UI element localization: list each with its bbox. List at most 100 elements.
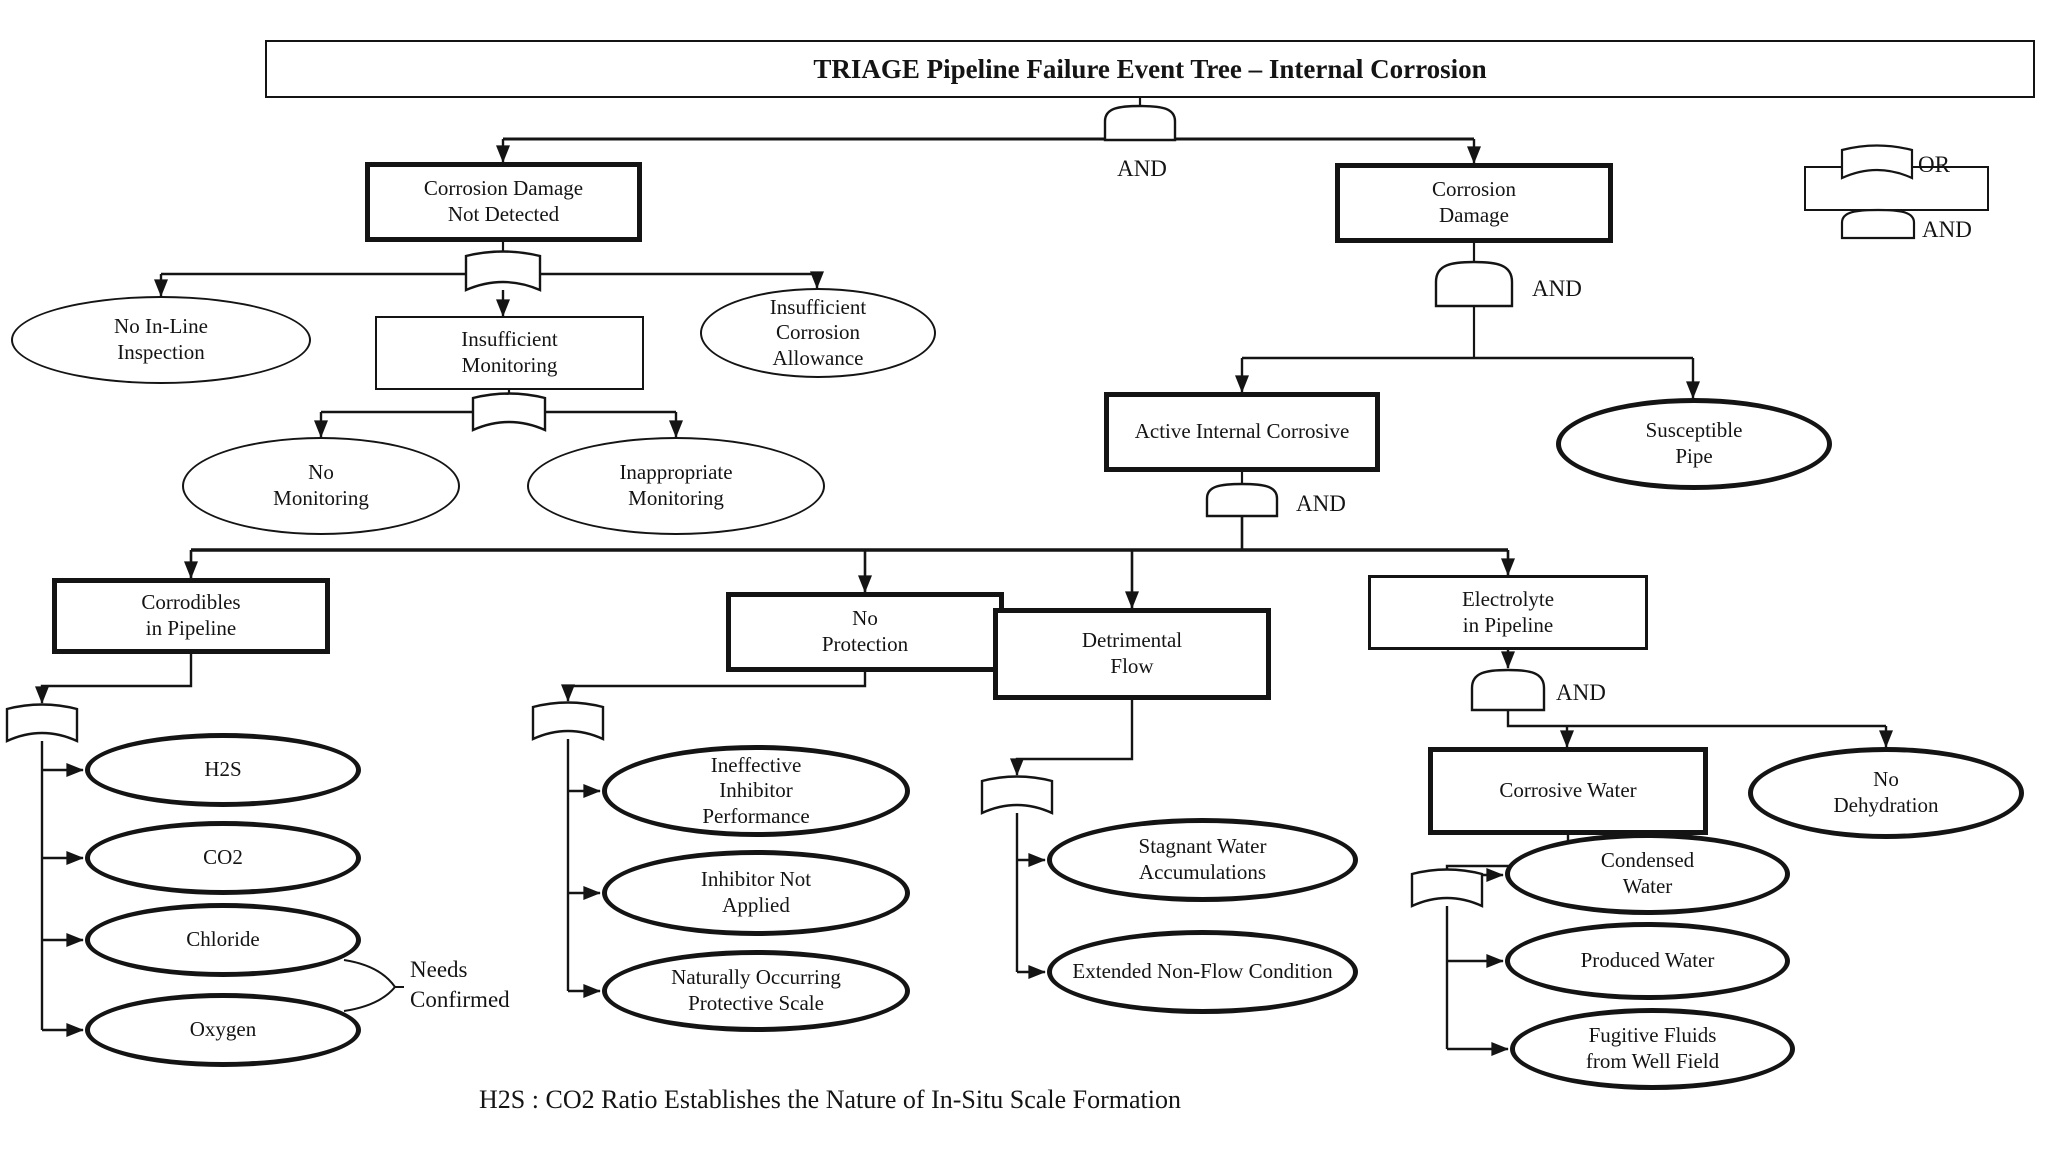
node-label: Accumulations	[1138, 860, 1267, 884]
node-label: Ineffective	[710, 752, 802, 777]
node-label: Insufficient	[461, 327, 558, 352]
legend-or-gate	[1840, 144, 1914, 180]
legend-or-label: OR	[1918, 152, 1951, 177]
footnote-caption: H2S : CO2 Ratio Establishes the Nature o…	[479, 1085, 1181, 1114]
node-label: Corrosion Damage	[423, 176, 584, 201]
node-label: from Well Field	[1585, 1049, 1720, 1073]
g-aic-and-gate	[1205, 482, 1279, 518]
g-insuf-mon-or-gate	[471, 392, 547, 432]
node-label: Corrosion	[775, 320, 860, 345]
node-label: No	[308, 460, 334, 485]
node-label: CO2	[203, 845, 243, 870]
node-active-internal-corrosive: Active Internal Corrosive	[1104, 392, 1380, 472]
node-label: Not Detected	[447, 202, 560, 226]
node-label: Monitoring	[273, 486, 369, 510]
node-label: No	[852, 606, 878, 631]
g-corwater-or-gate	[1410, 868, 1484, 908]
node-corrosive-water: Corrosive Water	[1428, 747, 1708, 835]
needs-confirmed-annotation: Needs Confirmed	[410, 955, 510, 1015]
legend-and-gate	[1840, 208, 1916, 240]
legend-and-label: AND	[1922, 217, 1972, 242]
node-chloride: Chloride	[85, 903, 361, 977]
diagram-title: TRIAGE Pipeline Failure Event Tree – Int…	[265, 40, 2035, 98]
node-label: Produced Water	[1580, 948, 1715, 973]
g-noprot-or-gate	[531, 701, 605, 741]
node-label: Pipe	[1675, 444, 1713, 468]
node-label: Susceptible	[1645, 418, 1743, 443]
node-label: Fugitive Fluids	[1588, 1023, 1717, 1048]
annotation-line: Needs	[410, 957, 468, 982]
node-label: Protection	[821, 632, 909, 656]
node-label: Stagnant Water	[1138, 834, 1267, 859]
node-label: Monitoring	[628, 486, 724, 510]
g-electrolyte-and-gate	[1470, 668, 1546, 712]
node-label: Condensed	[1600, 848, 1695, 873]
node-label: in Pipeline	[145, 616, 237, 640]
node-label: Monitoring	[461, 353, 558, 377]
node-label: Dehydration	[1833, 793, 1939, 817]
node-label: No In-Line	[114, 314, 208, 339]
node-label: Insufficient	[769, 294, 867, 319]
node-label: Applied	[722, 893, 790, 917]
node-label: Inappropriate	[619, 460, 733, 485]
node-label: Protective Scale	[688, 991, 824, 1015]
needs-confirmed-bracket	[343, 959, 404, 1012]
g-top-and-gate	[1103, 104, 1177, 142]
node-label: Inhibitor	[719, 778, 793, 803]
node-label: Damage	[1439, 203, 1509, 227]
g-electrolyte-label: AND	[1556, 680, 1606, 705]
annotation-line: Confirmed	[410, 986, 510, 1012]
g-cd-label: AND	[1532, 276, 1582, 301]
connector	[1010, 700, 1134, 776]
node-label: Corrodibles	[141, 590, 241, 615]
node-label: Flow	[1110, 654, 1154, 678]
node-label: Naturally Occurring	[671, 965, 841, 990]
node-label: Chloride	[186, 927, 260, 952]
node-label: Active Internal Corrosive	[1134, 419, 1350, 444]
node-label: Inspection	[117, 340, 205, 364]
node-h2s: H2S	[85, 733, 361, 807]
connector	[1506, 710, 1886, 728]
g-cdnd-or-gate	[464, 250, 542, 292]
node-label: Extended Non-Flow Condition	[1072, 959, 1333, 984]
node-label: No	[1873, 767, 1899, 792]
connector	[35, 654, 193, 704]
node-label: Corrosive Water	[1499, 778, 1637, 803]
node-label: Inhibitor Not	[700, 867, 812, 892]
g-top-label: AND	[1117, 156, 1167, 181]
node-produced-water: Produced Water	[1505, 922, 1790, 1000]
g-corrodibles-or-gate	[5, 703, 79, 743]
g-aic-label: AND	[1296, 491, 1346, 516]
node-label: H2S	[204, 757, 242, 782]
node-label: Oxygen	[189, 1017, 257, 1042]
node-label: Corrosion	[1432, 177, 1516, 202]
node-co2: CO2	[85, 821, 361, 895]
node-label: Electrolyte	[1461, 586, 1555, 611]
connector	[561, 672, 867, 702]
node-label: Performance	[702, 803, 810, 828]
node-label: Water	[1622, 874, 1673, 898]
g-cd-and-gate	[1434, 260, 1514, 308]
node-label: Detrimental	[1081, 628, 1183, 653]
g-detflow-or-gate	[980, 775, 1054, 815]
